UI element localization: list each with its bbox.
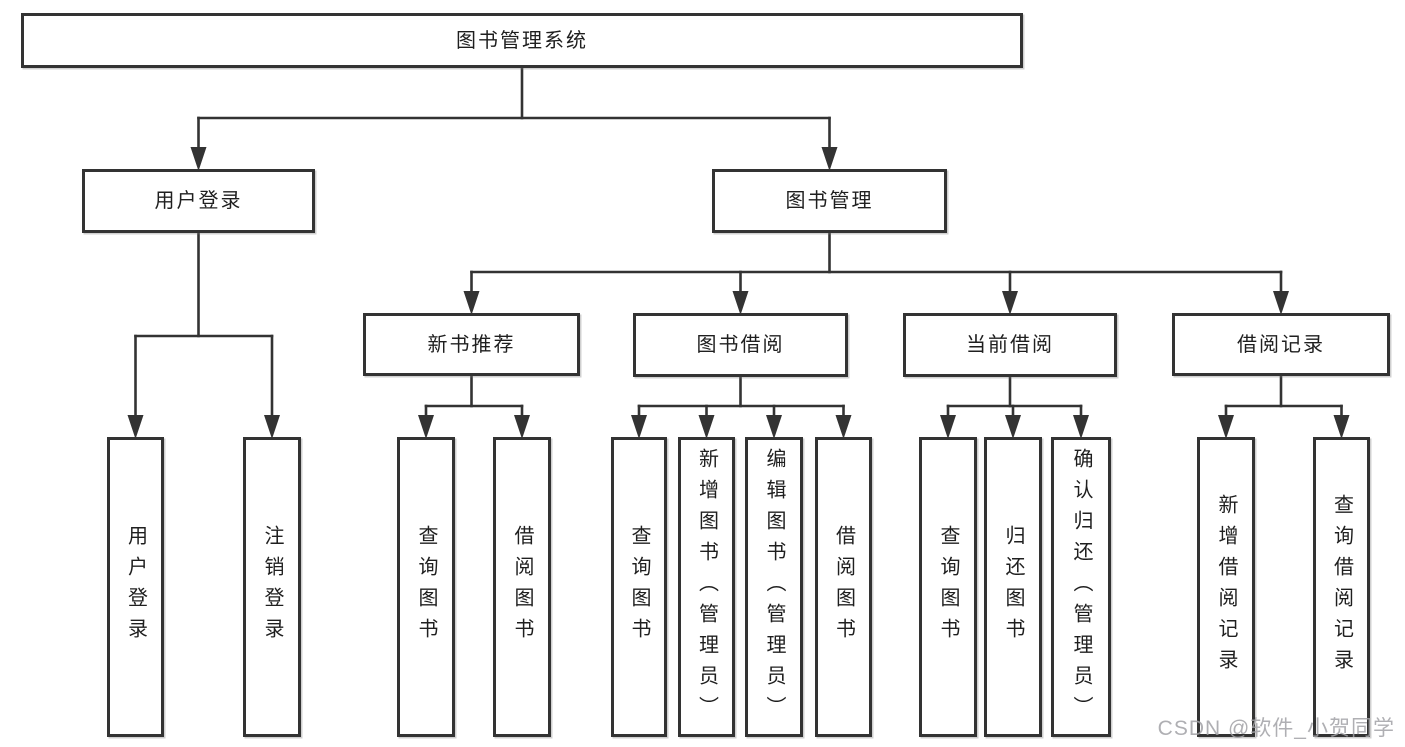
node-label-leaf-add-borrow-record: 新增借阅记录 [1215, 494, 1237, 680]
node-leaf-logout: 注销登录 [243, 437, 301, 737]
node-label-borrowing-records: 借阅记录 [1237, 333, 1325, 356]
node-book-management: 图书管理 [712, 169, 947, 233]
arrowhead-icon [766, 415, 782, 439]
node-leaf-query-borrow-record: 查询借阅记录 [1313, 437, 1370, 737]
node-new-book-recommend: 新书推荐 [363, 313, 580, 376]
node-label-leaf-query-borrow-record: 查询借阅记录 [1330, 494, 1353, 680]
node-label-leaf-edit-books: 编辑图书（管理员） [763, 447, 785, 727]
node-label-leaf-confirm-return: 确认归还（管理员） [1070, 447, 1092, 727]
node-label-book-borrowing: 图书借阅 [696, 334, 785, 356]
node-root: 图书管理系统 [21, 13, 1023, 68]
arrowhead-icon [463, 291, 480, 315]
node-book-borrowing: 图书借阅 [633, 313, 848, 377]
arrowhead-icon [835, 415, 852, 439]
node-leaf-query-books-3: 查询图书 [919, 437, 977, 737]
node-label-leaf-logout: 注销登录 [261, 525, 283, 649]
arrowhead-icon [631, 415, 647, 439]
arrowhead-icon [821, 147, 838, 171]
node-leaf-user-login: 用户登录 [107, 437, 164, 737]
node-label-leaf-query-books-2: 查询图书 [628, 525, 650, 649]
arrowhead-icon [127, 415, 144, 439]
node-label-leaf-query-books-1: 查询图书 [415, 525, 437, 649]
arrowhead-icon [698, 415, 715, 439]
node-leaf-add-books: 新增图书（管理员） [678, 437, 735, 737]
node-leaf-query-books-1: 查询图书 [397, 437, 455, 737]
node-borrowing-records: 借阅记录 [1172, 313, 1390, 376]
node-leaf-edit-books: 编辑图书（管理员） [745, 437, 803, 737]
node-label-new-book-recommend: 新书推荐 [427, 333, 516, 356]
node-label-leaf-query-books-3: 查询图书 [937, 525, 959, 649]
arrowhead-icon [1273, 291, 1289, 315]
node-leaf-borrow-books-2: 借阅图书 [815, 437, 872, 737]
node-label-root: 图书管理系统 [456, 29, 588, 52]
arrowhead-icon [514, 415, 530, 439]
arrowhead-icon [1073, 415, 1089, 439]
node-leaf-add-borrow-record: 新增借阅记录 [1197, 437, 1255, 737]
node-leaf-return-books: 归还图书 [984, 437, 1042, 737]
node-label-leaf-return-books: 归还图书 [1002, 525, 1024, 649]
arrowhead-icon [264, 415, 280, 439]
arrowhead-icon [418, 415, 434, 439]
node-label-user-login: 用户登录 [154, 190, 243, 212]
node-label-leaf-borrow-books-1: 借阅图书 [511, 525, 533, 649]
node-current-borrowing: 当前借阅 [903, 313, 1117, 377]
arrowhead-icon [732, 291, 749, 315]
node-leaf-confirm-return: 确认归还（管理员） [1051, 437, 1111, 737]
arrowhead-icon [1218, 415, 1234, 439]
arrowhead-icon [940, 415, 956, 439]
node-user-login: 用户登录 [82, 169, 315, 233]
arrowhead-icon [1333, 415, 1350, 439]
node-leaf-borrow-books-1: 借阅图书 [493, 437, 551, 737]
node-leaf-query-books-2: 查询图书 [611, 437, 667, 737]
arrowhead-icon [1005, 415, 1021, 439]
node-label-leaf-user-login: 用户登录 [124, 525, 147, 649]
node-label-leaf-borrow-books-2: 借阅图书 [832, 525, 855, 649]
arrowhead-icon [1002, 291, 1018, 315]
node-label-leaf-add-books: 新增图书（管理员） [695, 447, 718, 727]
node-label-book-management: 图书管理 [785, 190, 874, 212]
arrowhead-icon [190, 147, 207, 171]
node-label-current-borrowing: 当前借阅 [966, 334, 1054, 356]
